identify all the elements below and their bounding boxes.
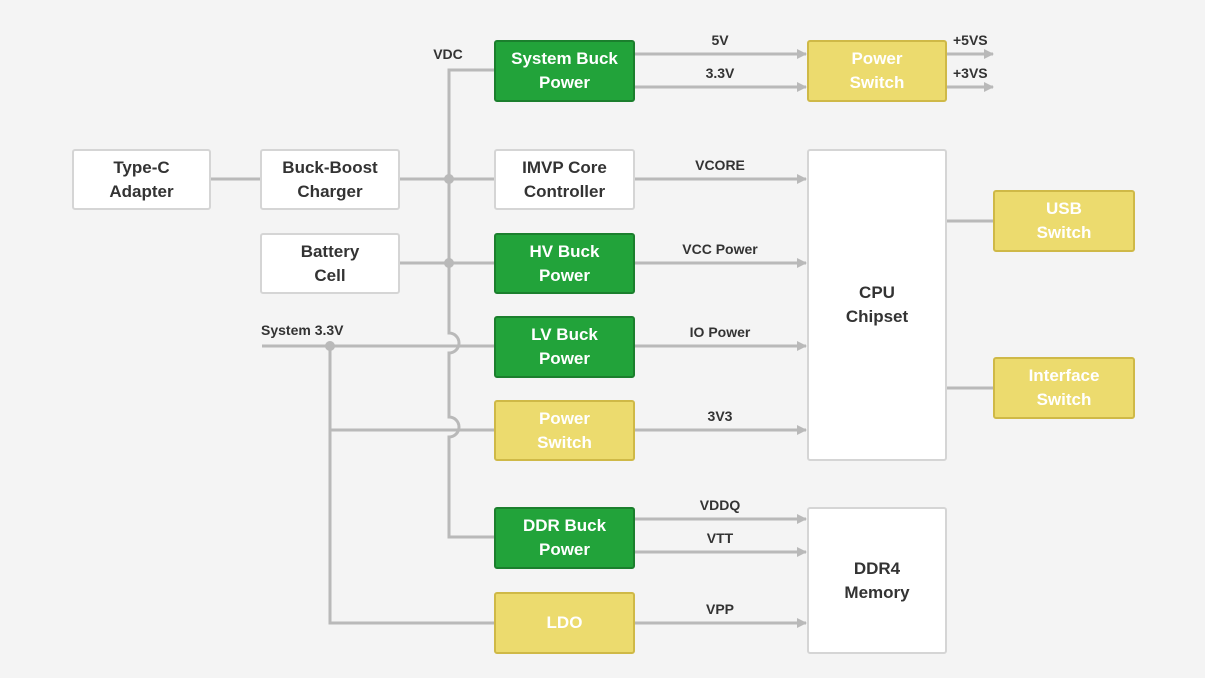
interface-switch-block: Interface Switch [993,357,1135,419]
buck-boost-charger-block: Buck-Boost Charger [260,149,400,210]
power-switch-3v3-block: Power Switch [494,400,635,461]
usb-switch-block: USB Switch [993,190,1135,252]
plus5vs-label: +5VS [953,32,988,48]
5v-label: 5V [711,32,729,48]
vpp-label: VPP [705,601,735,617]
3-3v-label: 3.3V [705,65,735,81]
vcc-power-label: VCC Power [682,241,758,257]
type-c-adapter-block: Type-C Adapter [72,149,211,210]
vdc-junction-dot [444,174,454,184]
vcore-label: VCORE [695,157,745,173]
hv-buck-power-block: HV Buck Power [494,233,635,294]
system-3v3-junction-dot [325,341,335,351]
cpu-chipset-block: CPU Chipset [807,149,947,461]
vdc-bus-line [447,68,496,539]
io-power-label: IO Power [689,324,751,340]
vtt-label: VTT [706,530,734,546]
ddr4-memory-block: DDR4 Memory [807,507,947,654]
system-3v3-bus-line [328,346,496,625]
imvp-core-controller-block: IMVP Core Controller [494,149,635,210]
ldo-block: LDO [494,592,635,654]
system-buck-power-block: System Buck Power [494,40,635,102]
vddq-label: VDDQ [699,497,741,513]
vdc-junction-dot [444,258,454,268]
plus3vs-label: +3VS [953,65,988,81]
3v3-label: 3V3 [707,408,733,424]
system-3v3-label: System 3.3V [261,322,344,338]
vdc-label: VDC [433,46,463,62]
power-switch-top-block: Power Switch [807,40,947,102]
ddr-buck-power-block: DDR Buck Power [494,507,635,569]
battery-cell-block: Battery Cell [260,233,400,294]
lv-buck-power-block: LV Buck Power [494,316,635,378]
